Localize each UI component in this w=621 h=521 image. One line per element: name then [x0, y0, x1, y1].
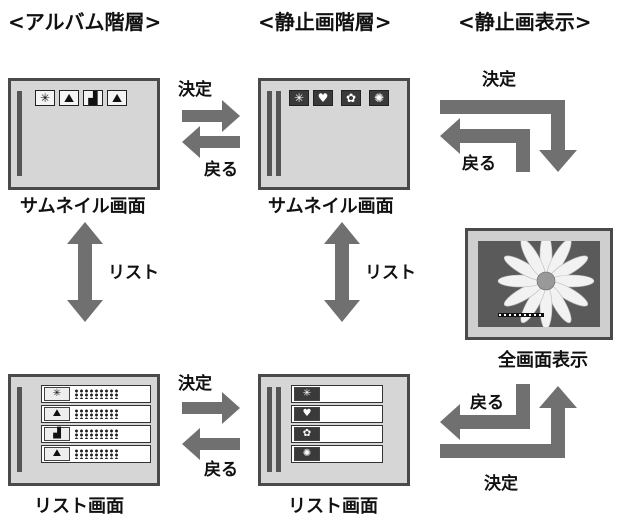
row-icon: ✳	[294, 387, 320, 401]
decide-arrow-bottom-right	[440, 386, 577, 458]
caption-still-list: リスト画面	[288, 496, 378, 517]
still-thumb-icon-2: ♥	[313, 90, 333, 106]
list-row: ⛰	[41, 405, 151, 423]
scroll-bar	[17, 387, 22, 472]
still-thumb-icon-1: ✳	[289, 90, 309, 106]
flower-image	[478, 241, 600, 327]
album-thumb-icon-4: ⛰	[107, 90, 127, 106]
scroll-bar	[17, 91, 22, 176]
back-arrow-bottom-left	[182, 428, 240, 460]
scroll-bar-1	[267, 91, 272, 176]
decide-label-top-left: 決定	[178, 80, 212, 100]
caption-still-thumbnail: サムネイル画面	[268, 196, 394, 217]
album-thumbnail-screen: ✳ ⛰ ▟ ⛰	[8, 78, 160, 190]
list-row: ⛰	[41, 445, 151, 463]
row-info-dots	[74, 389, 120, 399]
row-info-dots	[74, 429, 120, 439]
list-row: ✿	[291, 425, 383, 443]
row-info-dots	[74, 449, 120, 459]
decide-arrow-top-right	[440, 100, 577, 172]
full-screen-display	[465, 228, 613, 340]
row-icon: ✿	[294, 427, 320, 441]
list-row: ▟	[41, 425, 151, 443]
list-label-left: リスト	[108, 263, 159, 283]
album-thumb-icon-2: ⛰	[59, 90, 79, 106]
back-arrow-top-left	[182, 126, 240, 158]
row-info-dots	[74, 409, 120, 419]
album-thumb-icon-1: ✳	[35, 90, 55, 106]
still-thumb-icon-3: ✿	[341, 90, 361, 106]
flower-icon	[478, 241, 600, 327]
caption-full-display: 全画面表示	[498, 350, 588, 371]
decide-arrow-bottom-left	[182, 392, 240, 424]
scroll-bar-2	[276, 91, 281, 176]
caption-album-list: リスト画面	[34, 496, 124, 517]
scroll-bar-1	[267, 387, 272, 472]
album-list-screen: ✳ ⛰ ▟ ⛰	[8, 374, 160, 486]
still-list-screen: ✳ ♥ ✿ ✺	[258, 374, 410, 486]
decide-label-bottom-right: 決定	[484, 474, 518, 494]
list-row: ✺	[291, 445, 383, 463]
list-row: ✳	[291, 385, 383, 403]
decide-arrow-top-left	[182, 100, 240, 132]
list-row: ♥	[291, 405, 383, 423]
still-thumbnail-screen: ✳ ♥ ✿ ✺	[258, 78, 410, 190]
list-label-right: リスト	[365, 263, 416, 283]
album-thumb-icon-3: ▟	[83, 90, 103, 106]
back-label-bottom-right: 戻る	[470, 393, 504, 413]
list-row: ✳	[41, 385, 151, 403]
still-thumb-icon-4: ✺	[369, 90, 389, 106]
row-icon: ✳	[44, 387, 70, 401]
header-still-display: <静止画表示>	[458, 10, 592, 34]
list-arrow-left	[67, 222, 103, 322]
row-icon: ♥	[294, 407, 320, 421]
decide-label-top-right: 決定	[482, 70, 516, 90]
back-label-bottom-left: 戻る	[204, 460, 238, 480]
row-icon: ▟	[44, 427, 70, 441]
back-arrow-top-right	[440, 118, 530, 172]
header-album-level: <アルバム階層>	[8, 10, 162, 34]
header-still-level: <静止画階層>	[258, 10, 392, 34]
back-arrow-bottom-right	[440, 384, 530, 440]
list-arrow-right	[324, 222, 360, 322]
decide-label-bottom-left: 決定	[178, 374, 212, 394]
row-icon: ⛰	[44, 407, 70, 421]
row-icon: ⛰	[44, 447, 70, 461]
scroll-bar-2	[276, 387, 281, 472]
back-label-top-right: 戻る	[462, 154, 496, 174]
caption-album-thumbnail: サムネイル画面	[20, 196, 146, 217]
row-icon: ✺	[294, 447, 320, 461]
back-label-top-left: 戻る	[204, 160, 238, 180]
